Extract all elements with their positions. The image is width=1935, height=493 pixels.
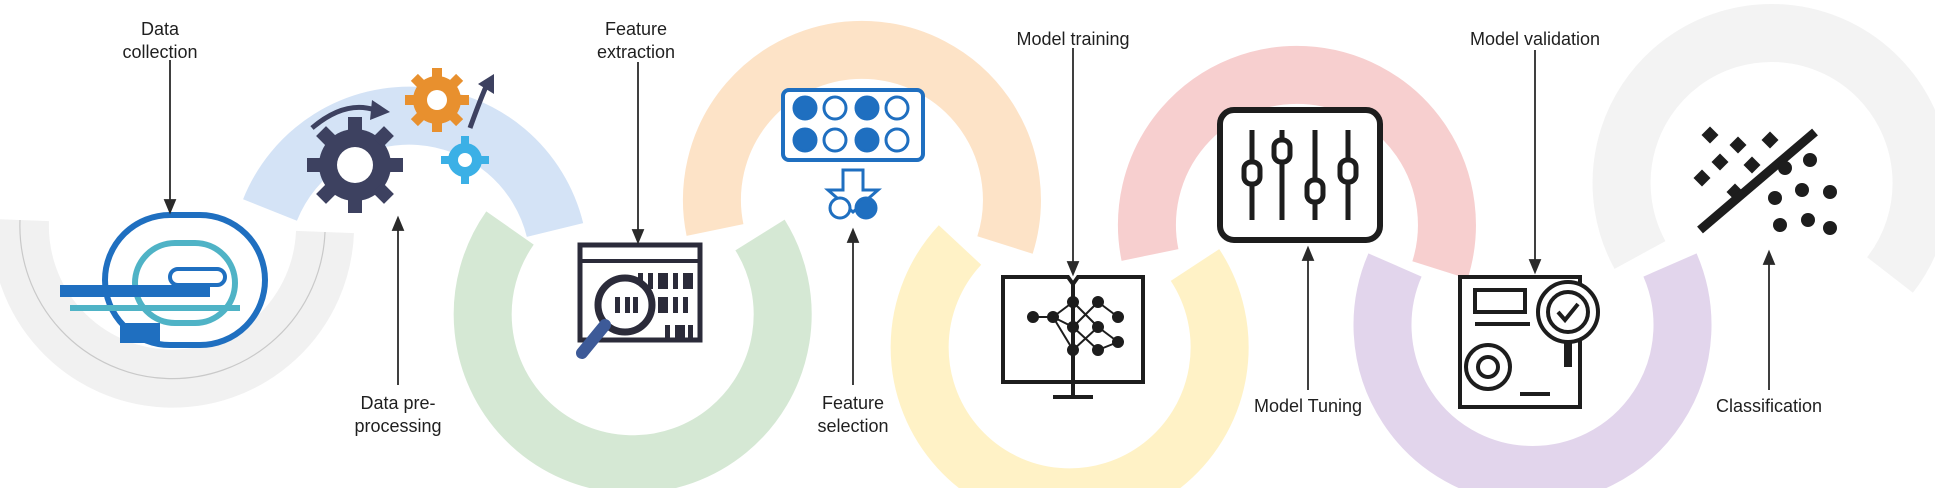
label-line: Data bbox=[140, 19, 180, 39]
ring-outline bbox=[19, 219, 326, 380]
mri-scanner-icon bbox=[60, 212, 268, 348]
label-model-tuning: Model Tuning bbox=[1254, 395, 1362, 418]
label-line: selection bbox=[817, 416, 889, 436]
feature-selection-icon bbox=[781, 88, 925, 220]
label-line: Feature bbox=[604, 19, 668, 39]
neural-book-icon bbox=[1001, 275, 1145, 399]
gears-icon bbox=[307, 68, 494, 213]
label-line: Model validation bbox=[1469, 29, 1601, 49]
label-classification: Classification bbox=[1716, 395, 1822, 418]
ring-classification bbox=[1592, 3, 1935, 293]
ring-training bbox=[890, 225, 1249, 493]
arrow-tuning bbox=[1301, 245, 1315, 390]
arrow-training bbox=[1066, 48, 1080, 277]
arrow-extraction bbox=[631, 62, 645, 245]
label-feature-selection: Feature selection bbox=[817, 392, 888, 438]
label-line: Feature bbox=[821, 393, 885, 413]
arrow-selection bbox=[846, 227, 860, 385]
label-line: Classification bbox=[1715, 396, 1823, 416]
arrow-preprocessing bbox=[391, 215, 405, 385]
arrow-validation bbox=[1528, 50, 1542, 275]
label-line: Data pre- bbox=[360, 393, 436, 413]
ring-selection bbox=[682, 20, 1041, 254]
ring-track bbox=[0, 3, 1935, 493]
code-magnifier-icon bbox=[576, 242, 703, 359]
label-data-preprocessing: Data pre- processing bbox=[354, 392, 441, 438]
label-line: collection bbox=[122, 42, 198, 62]
arrow-classification bbox=[1762, 249, 1776, 390]
label-line: processing bbox=[354, 416, 442, 436]
ring-extraction bbox=[453, 211, 812, 493]
arrow-collection bbox=[163, 60, 177, 215]
label-model-validation: Model validation bbox=[1470, 28, 1600, 51]
ring-tuning bbox=[1117, 45, 1476, 279]
sliders-icon bbox=[1217, 107, 1383, 243]
label-data-collection: Data collection bbox=[122, 18, 197, 64]
label-line: Model Tuning bbox=[1253, 396, 1363, 416]
ring-outline-1 bbox=[19, 219, 326, 380]
ring-validation bbox=[1353, 253, 1712, 493]
label-model-training: Model training bbox=[1016, 28, 1129, 51]
pointer-arrows bbox=[163, 48, 1776, 390]
ring-preprocessing bbox=[243, 86, 584, 238]
label-feature-extraction: Feature extraction bbox=[597, 18, 675, 64]
validation-icon bbox=[1458, 275, 1600, 409]
label-line: extraction bbox=[596, 42, 676, 62]
label-line: Model training bbox=[1016, 29, 1130, 49]
classification-icon bbox=[1693, 126, 1837, 235]
